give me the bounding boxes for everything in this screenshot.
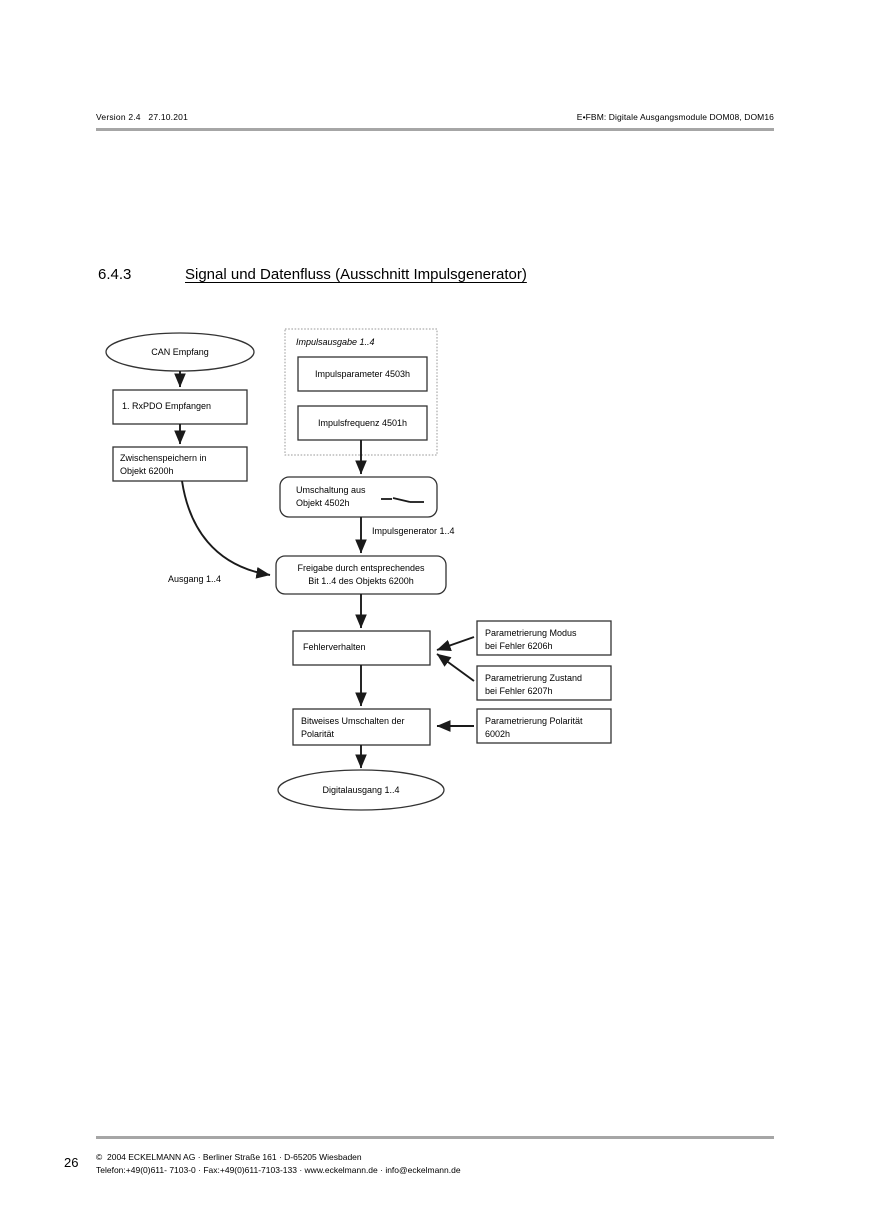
param-polaritaet-label: Parametrierung Polarität 6002h <box>485 716 583 739</box>
umschaltung-label: Umschaltung aus Objekt 4502h <box>296 485 366 508</box>
impulsparameter-node <box>297 356 428 392</box>
zwischenspeichern-node <box>112 446 248 482</box>
digitalausgang-label: Digitalausgang 1..4 <box>322 785 400 795</box>
param-modus-label: Parametrierung Modus bei Fehler 6206h <box>485 628 577 651</box>
arrow-param-zustand-to-fehlerverhalten <box>436 653 475 682</box>
arrow-zwischen-to-freigabe <box>181 480 271 579</box>
param-zustand-node <box>476 665 612 701</box>
can-empfang-label: CAN Empfang <box>151 347 209 357</box>
freigabe-label: Freigabe durch entsprechendes Bit 1..4 d… <box>297 563 425 586</box>
digitalausgang-node <box>277 769 445 811</box>
rxpdo-node <box>112 389 248 425</box>
zwischenspeichern-label: Zwischenspeichern in Objekt 6200h <box>120 453 207 476</box>
fehlerverhalten-node <box>292 630 431 666</box>
header-title: E•FBM: Digitale Ausgangsmodule DOM08, DO… <box>576 112 774 122</box>
umschaltung-node <box>279 476 438 518</box>
footer-address: © 2004 ECKELMANN AG · Berliner Straße 16… <box>96 1152 362 1162</box>
bitweises-label: Bitweises Umschalten der Polarität <box>301 716 405 739</box>
section-number: 6.4.3 <box>98 266 132 283</box>
param-polaritaet-node <box>476 708 612 744</box>
fehlerverhalten-label: Fehlerverhalten <box>303 642 366 652</box>
param-zustand-label: Parametrierung Zustand bei Fehler 6207h <box>485 673 583 696</box>
arrow-param-modus-to-fehlerverhalten <box>436 636 475 652</box>
impulsfrequenz-node <box>297 405 428 441</box>
footer-divider <box>96 1136 774 1139</box>
impulsausgabe-group-label: Impulsausgabe 1..4 <box>296 337 375 347</box>
section-title: Signal und Datenfluss (Ausschnitt Impuls… <box>185 266 527 283</box>
impulsgenerator-edge-label: Impulsgenerator 1..4 <box>372 526 455 536</box>
ausgang-edge-label: Ausgang 1..4 <box>168 574 222 584</box>
footer-contact: Telefon:+49(0)611- 7103-0 · Fax:+49(0)61… <box>96 1165 461 1175</box>
rxpdo-label: 1. RxPDO Empfangen <box>122 401 212 411</box>
bitweises-node <box>292 708 431 746</box>
impulsparameter-label: Impulsparameter 4503h <box>314 369 411 379</box>
switch-symbol-icon <box>381 497 424 503</box>
header-divider <box>96 128 774 131</box>
header-version: Version 2.4 27.10.201 <box>96 112 189 122</box>
page-number: 26 <box>64 1155 79 1170</box>
param-modus-node <box>476 620 612 656</box>
impulsfrequenz-label: Impulsfrequenz 4501h <box>317 418 408 428</box>
